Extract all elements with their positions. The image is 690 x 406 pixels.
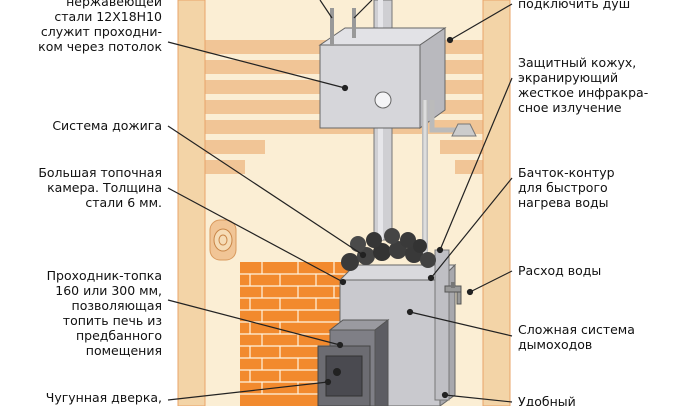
label-afterburn-system: Система дожига	[52, 118, 162, 133]
log-rolls	[209, 219, 237, 261]
label-cast-iron-door: Чугунная дверка,	[45, 390, 162, 405]
label-firebox-tunnel: Проходник-топка 160 или 300 мм, позволяю…	[46, 268, 162, 358]
label-water-tank-circuit: Бачток-контур для быстрого нагрева воды	[518, 165, 615, 210]
label-shower: подключить душ	[518, 0, 631, 11]
label-chimney-system: Сложная система дымоходов	[518, 322, 635, 352]
sauna-stones	[341, 228, 436, 271]
label-protective-casing: Защитный кожух, экранирующий жесткое инф…	[518, 55, 649, 115]
firebox-door	[317, 318, 390, 406]
water-tap	[444, 282, 462, 305]
right-wall	[482, 0, 511, 406]
label-convenient: Удобный	[518, 394, 576, 406]
label-water-flow: Расход воды	[518, 263, 602, 278]
water-tank	[318, 8, 447, 129]
label-pipe-stainless: нержавеющей стали 12Х18Н10 служит проход…	[38, 0, 162, 54]
leader-lines	[167, 0, 513, 403]
label-firebox-chamber: Большая топочная камера. Толщина стали 6…	[38, 165, 162, 210]
left-wall	[177, 0, 206, 406]
